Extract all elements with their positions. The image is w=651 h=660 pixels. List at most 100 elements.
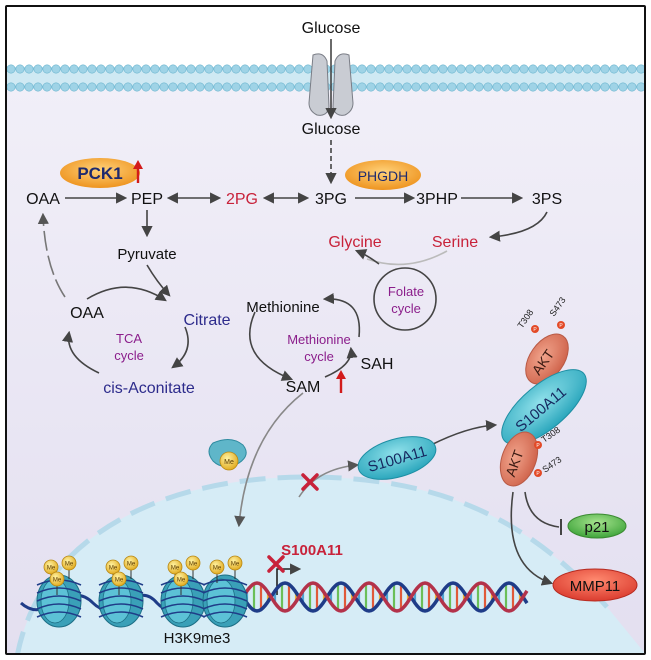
- lipid-head: [60, 64, 70, 74]
- tca-cycle-label-2: cycle: [114, 348, 144, 363]
- dna-wrap: [98, 603, 144, 610]
- glucose-transporter-icon: [308, 53, 354, 116]
- lipid-head: [546, 64, 556, 74]
- phospho-site-s473-top: [557, 321, 565, 329]
- akt-protein-top: [525, 333, 569, 385]
- pyruvate-label: Pyruvate: [117, 246, 176, 263]
- lipid-head: [141, 82, 151, 92]
- lipid-head: [294, 64, 304, 74]
- methionine-to-sam-arrow: [249, 311, 294, 381]
- folate-cycle-label: Folate: [388, 284, 424, 299]
- phospho-site-t308-bottom: [534, 441, 542, 449]
- p-mark: P: [536, 443, 540, 449]
- lipid-head: [402, 82, 412, 92]
- lipid-head: [393, 64, 403, 74]
- lipid-head: [591, 82, 601, 92]
- methyl-mark-icon: [167, 559, 183, 575]
- lipid-head: [456, 82, 466, 92]
- dna-strand: [241, 581, 529, 613]
- lipid-head: [618, 82, 628, 92]
- lipid-head: [447, 64, 457, 74]
- s100a11-protein: [357, 436, 437, 480]
- p-mark: P: [533, 327, 537, 333]
- lipid-head: [564, 64, 574, 74]
- dna-wrap: [98, 595, 144, 602]
- dna-wrap: [98, 587, 144, 594]
- sah-to-methionine-arrow: [322, 292, 361, 338]
- lipid-head: [42, 64, 52, 74]
- dna-wrap: [160, 611, 206, 618]
- lipid-head: [51, 64, 61, 74]
- lipid-head: [375, 64, 385, 74]
- methionine-label: Methionine: [246, 299, 319, 316]
- lipid-head: [69, 82, 79, 92]
- lipid-head: [537, 64, 547, 74]
- dna-wrap: [202, 595, 248, 602]
- lipid-head: [78, 82, 88, 92]
- dna-wrap: [202, 587, 248, 594]
- me-label: Me: [109, 566, 118, 572]
- folate-to-glycine-arrow: [354, 249, 380, 265]
- me-label: Me: [115, 578, 124, 584]
- lipid-head: [15, 64, 25, 74]
- lipid-head: [249, 64, 259, 74]
- lipid-head: [258, 64, 268, 74]
- lipid-head: [7, 82, 16, 92]
- pathway-diagram: PCK1 PHGDH S100A11 AKT S100A11 AKT T308 …: [7, 20, 644, 653]
- glucose-extracellular-label: Glucose: [302, 20, 361, 37]
- lipid-head: [474, 64, 484, 74]
- lipid-head: [555, 64, 565, 74]
- oaa-label: OAA: [26, 191, 60, 208]
- lipid-head: [303, 64, 313, 74]
- lipid-head: [456, 64, 466, 74]
- phgdh-enzyme: [345, 160, 421, 190]
- akt-inhibits-p21-line: [524, 491, 560, 528]
- lipid-head: [114, 82, 124, 92]
- lipid-head: [483, 82, 493, 92]
- histone-core: [206, 578, 236, 624]
- lipid-head: [240, 82, 250, 92]
- pyruvate-to-citrate-arrow: [146, 264, 171, 297]
- lipid-head: [366, 82, 376, 92]
- lipid-head: [384, 64, 394, 74]
- lipid-head: [60, 82, 70, 92]
- lipid-head: [33, 64, 43, 74]
- lipid-head: [105, 82, 115, 92]
- lipid-head: [366, 64, 376, 74]
- me-label: Me: [224, 459, 234, 466]
- lipid-head: [132, 82, 142, 92]
- lipid-head: [123, 82, 133, 92]
- lipid-head: [429, 64, 439, 74]
- lipid-head: [249, 82, 259, 92]
- lipid-head: [420, 64, 430, 74]
- lipid-head: [276, 64, 286, 74]
- lipid-head: [483, 64, 493, 74]
- lipid-head: [159, 82, 169, 92]
- 3php-label: 3PHP: [416, 191, 458, 208]
- lipid-head: [465, 82, 475, 92]
- lipid-head: [627, 82, 637, 92]
- oaa-to-citrate-arrow: [86, 286, 167, 302]
- tca-cycle-label: TCA: [116, 331, 142, 346]
- s100a11-gene-label: S100A11: [281, 542, 343, 559]
- me-label: Me: [47, 566, 56, 572]
- lipid-head: [258, 82, 268, 92]
- sam-to-sah-arrow: [324, 346, 358, 378]
- p21-label: p21: [584, 519, 609, 536]
- dna-wrap: [98, 611, 144, 618]
- akt-to-mmp11-arrow: [510, 491, 554, 586]
- phospho-site-t308-top: [531, 325, 539, 333]
- lipid-head: [510, 64, 520, 74]
- methyl-mark-icon: [173, 571, 189, 587]
- lipid-head: [222, 82, 232, 92]
- 3ps-to-serine-arrow: [488, 211, 548, 242]
- lipid-head: [600, 82, 610, 92]
- lipid-head: [519, 82, 529, 92]
- lipid-head: [231, 64, 241, 74]
- dna-wrap: [36, 587, 82, 594]
- lipid-head: [285, 82, 295, 92]
- lipid-head: [285, 64, 295, 74]
- lipid-head: [15, 82, 25, 92]
